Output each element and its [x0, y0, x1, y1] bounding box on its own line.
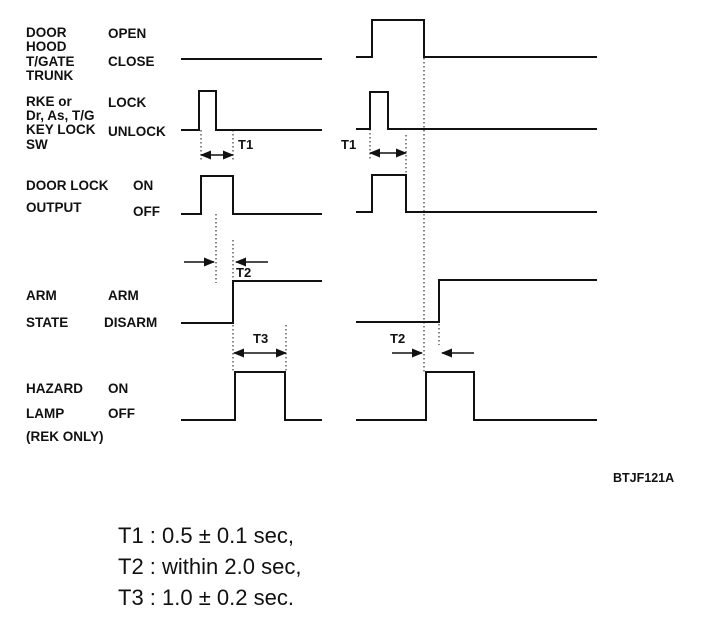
timing-arrows [184, 148, 474, 358]
rke-label-line-2: Dr, As, T/G [26, 108, 95, 123]
arm-label-line-2: STATE [26, 315, 68, 330]
hazard-waveform-left [181, 371, 322, 421]
doorlock-waveform-left [181, 175, 322, 215]
note-t3-value: 1.0 ± 0.2 sec. [162, 585, 294, 610]
doorlock-high-state: ON [133, 178, 153, 193]
rke-label-line-3: KEY LOCK [26, 122, 96, 137]
rke-low-state: UNLOCK [108, 124, 166, 139]
hazard-label-line-2: LAMP [26, 406, 64, 421]
hazard-label-line-3: (REK ONLY) [26, 429, 104, 444]
note-t1-name: T1 [118, 523, 144, 548]
arm-low-state: DISARM [104, 315, 157, 330]
door-label-line-1: DOOR [26, 25, 67, 40]
hazard-waveform-right [356, 371, 597, 421]
doorlock-low-state: OFF [133, 204, 160, 219]
rke-waveform-right [356, 91, 597, 130]
note-t2-value: within 2.0 sec, [162, 554, 302, 579]
hazard-label-line-1: HAZARD [26, 381, 83, 396]
door-high-state: OPEN [108, 26, 146, 41]
t2-label-left: T2 [236, 265, 251, 280]
doorlock-label-line-1: DOOR LOCK [26, 178, 109, 193]
note-t3-sep: : [143, 585, 163, 610]
figure-code: BTJF121A [613, 471, 674, 485]
note-t1-sep: : [143, 523, 163, 548]
waveforms-left [181, 58, 322, 421]
t1-label-right: T1 [341, 137, 356, 152]
note-t2-name: T2 [118, 554, 144, 579]
arm-waveform-left [181, 280, 322, 324]
note-t2: T2 : within 2.0 sec, [118, 551, 301, 582]
rke-label-line-1: RKE or [26, 94, 73, 109]
timing-notes: T1 : 0.5 ± 0.1 sec, T2 : within 2.0 sec,… [118, 520, 301, 613]
rke-label-line-4: SW [26, 137, 48, 152]
arm-high-state: ARM [108, 288, 139, 303]
t1-label-left: T1 [238, 137, 253, 152]
rke-waveform-left [181, 90, 322, 131]
note-t2-sep: : [143, 554, 163, 579]
note-t1-value: 0.5 ± 0.1 sec, [162, 523, 294, 548]
door-label-line-3: T/GATE [26, 54, 75, 69]
t3-label: T3 [253, 331, 268, 346]
t2-label-right: T2 [390, 331, 405, 346]
timing-labels: T1 T2 T3 T1 T2 [236, 137, 405, 346]
rke-high-state: LOCK [108, 95, 146, 110]
hazard-high-state: ON [108, 381, 128, 396]
doorlock-waveform-right [356, 174, 597, 213]
note-t1: T1 : 0.5 ± 0.1 sec, [118, 520, 301, 551]
waveforms-right [356, 19, 597, 421]
arm-label-line-1: ARM [26, 288, 57, 303]
state-labels: OPEN CLOSE LOCK UNLOCK ON OFF ARM DISARM… [104, 26, 166, 421]
door-low-state: CLOSE [108, 54, 155, 69]
note-t3-name: T3 [118, 585, 144, 610]
door-waveform-right [356, 19, 597, 58]
hazard-low-state: OFF [108, 406, 135, 421]
note-t3: T3 : 1.0 ± 0.2 sec. [118, 582, 301, 613]
door-label-line-2: HOOD [26, 39, 67, 54]
doorlock-label-line-2: OUTPUT [26, 200, 82, 215]
door-label-line-4: TRUNK [26, 68, 73, 83]
arm-waveform-right [356, 279, 597, 323]
signal-labels: DOOR HOOD T/GATE TRUNK RKE or Dr, As, T/… [26, 25, 109, 444]
